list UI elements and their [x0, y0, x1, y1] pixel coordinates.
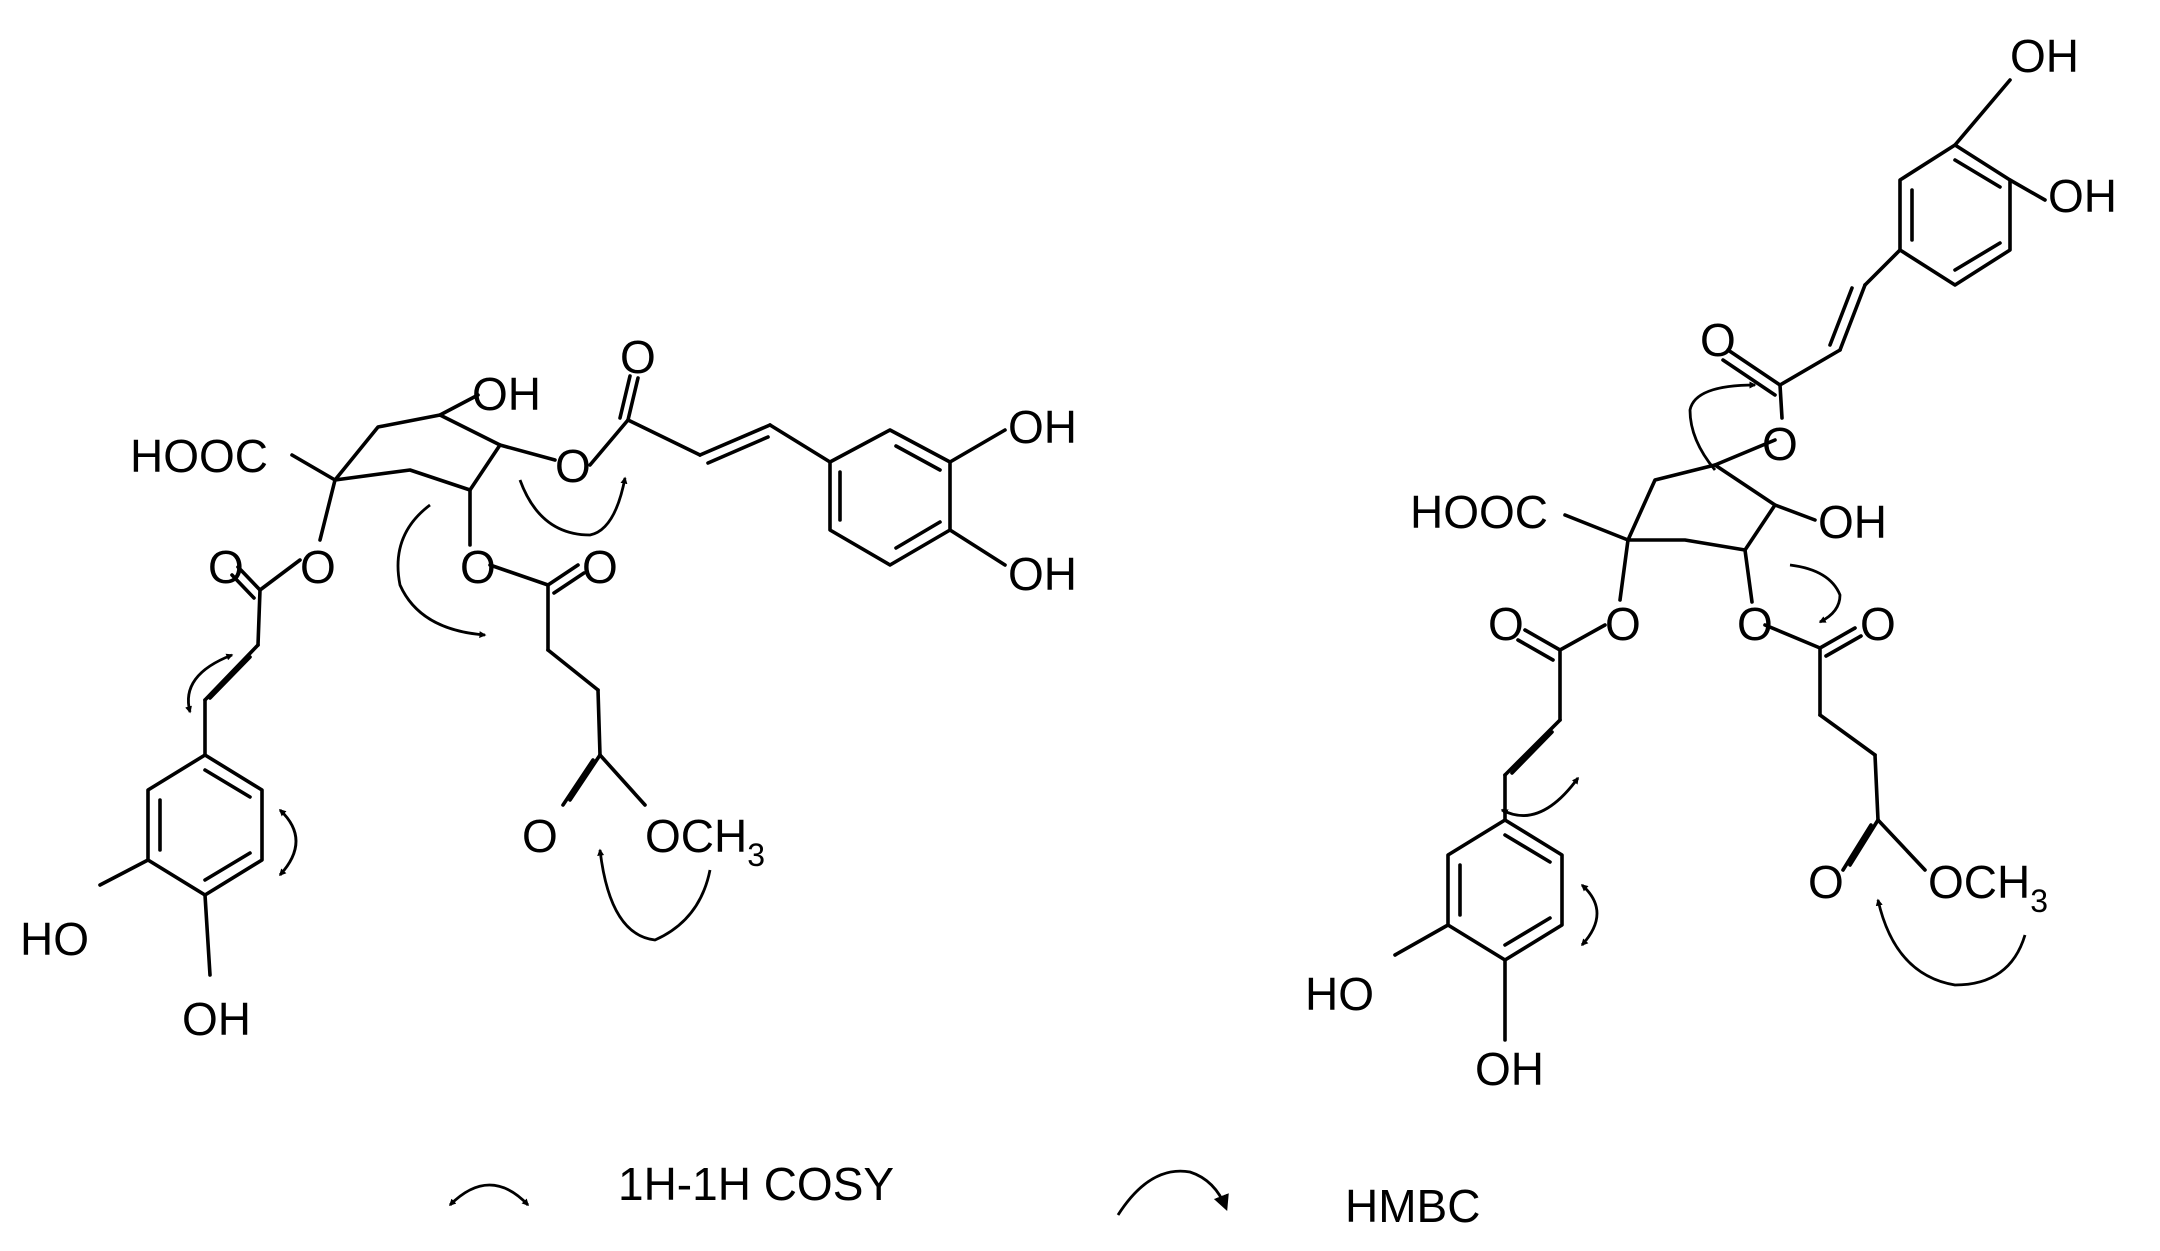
legend: 1H-1H COSY HMBC [449, 1158, 1480, 1232]
left-atom-labels: HOOC OH O O OH OH O O O O HO OH O OCH3 [20, 331, 1077, 1045]
hmbc-arrow [1789, 563, 1842, 624]
carbonyl-oxygen-label: O [522, 810, 558, 862]
hmbc-legend-label: HMBC [1345, 1180, 1480, 1232]
methoxy-label: OCH3 [645, 810, 765, 873]
carboxyl-label: HOOC [130, 430, 268, 482]
hydroxyl-label: OH [472, 368, 541, 420]
cosy-arrow [1500, 776, 1580, 817]
right-atom-labels: OH OH O O HOOC OH O O O O HO OH O OCH3 [1305, 30, 2117, 1095]
carbonyl-oxygen-label: O [620, 331, 656, 383]
hmbc-arrow [597, 848, 712, 942]
ester-oxygen-label: O [460, 541, 496, 593]
ester-oxygen-label: O [300, 541, 336, 593]
hydroxyl-label: OH [2010, 30, 2079, 82]
hydroxyl-label: OH [2048, 170, 2117, 222]
carbonyl-oxygen-label: O [582, 541, 618, 593]
hydroxyl-label: OH [1008, 548, 1077, 600]
carboxyl-label: HOOC [1410, 486, 1548, 538]
cosy-legend-label: 1H-1H COSY [618, 1158, 894, 1210]
left-bonds [98, 374, 1007, 977]
hmbc-arrow [518, 476, 628, 537]
cosy-arrow [185, 653, 234, 714]
ester-oxygen-label: O [1762, 418, 1798, 470]
carbonyl-oxygen-label: O [208, 541, 244, 593]
carbonyl-oxygen-label: O [1808, 856, 1844, 908]
cosy-legend-icon [449, 1183, 530, 1207]
hmbc-arrow [1875, 898, 2027, 987]
left-molecule: HOOC OH O O OH OH O O O O HO OH O OCH3 [20, 331, 1077, 1045]
hmbc-legend-icon [1116, 1169, 1229, 1216]
hmbc-arrow [396, 503, 487, 639]
hydroxyl-label: OH [1008, 401, 1077, 453]
right-bonds [1393, 78, 2047, 1042]
left-correlation-arrows [185, 476, 712, 942]
carbonyl-oxygen-label: O [1860, 598, 1896, 650]
hydroxyl-label: HO [20, 913, 89, 965]
methoxy-label: OCH3 [1928, 856, 2048, 919]
hmbc-arrow [1688, 381, 1757, 471]
ester-oxygen-label: O [1737, 598, 1773, 650]
hydroxyl-label: OH [1475, 1043, 1544, 1095]
right-molecule: OH OH O O HOOC OH O O O O HO OH O OCH3 [1305, 30, 2117, 1095]
cosy-arrow [278, 808, 298, 877]
right-correlation-arrows [1500, 381, 2027, 987]
carbonyl-oxygen-label: O [1488, 598, 1524, 650]
hydroxyl-label: HO [1305, 968, 1374, 1020]
ester-oxygen-label: O [1605, 598, 1641, 650]
hydroxyl-label: OH [182, 993, 251, 1045]
cosy-arrow [1580, 883, 1599, 947]
hydroxyl-label: OH [1818, 496, 1887, 548]
ester-oxygen-label: O [555, 440, 591, 492]
carbonyl-oxygen-label: O [1700, 314, 1736, 366]
